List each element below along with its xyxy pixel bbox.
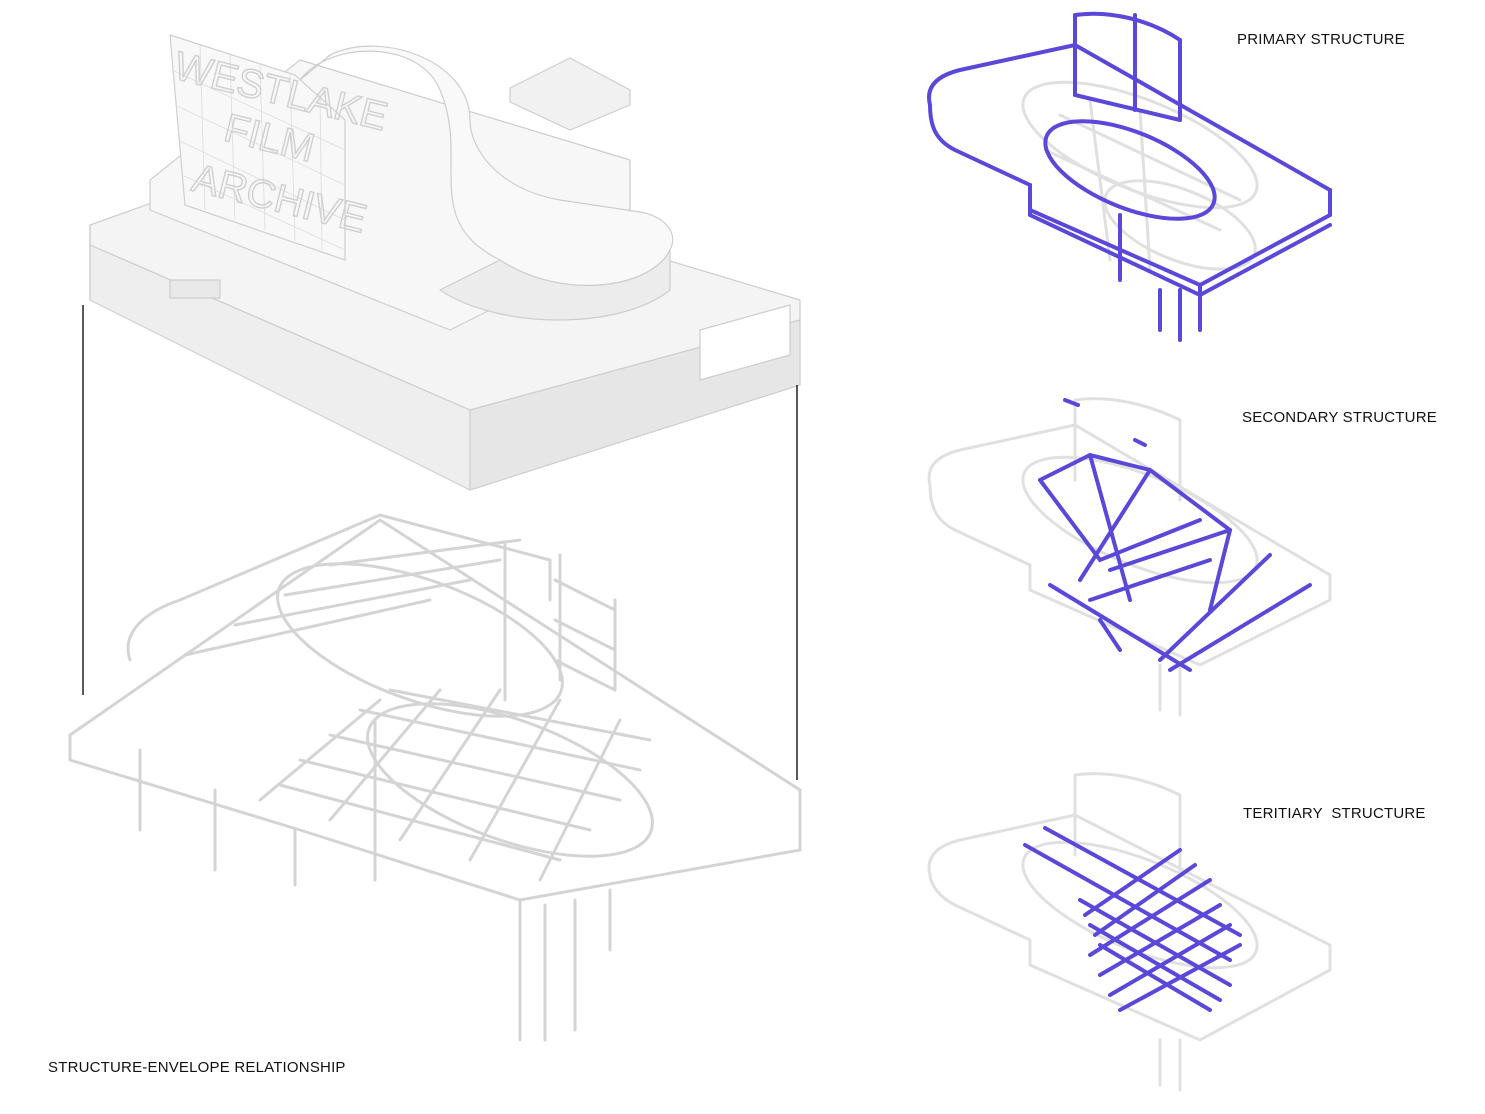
tertiary-highlight-members bbox=[1023, 826, 1242, 1012]
tertiary-ghost bbox=[927, 772, 1332, 1092]
envelope-roof-box bbox=[509, 57, 631, 131]
main-structure-frame bbox=[68, 513, 802, 1042]
secondary-structure-diagram bbox=[927, 397, 1332, 717]
frame-deck-grid-a bbox=[278, 688, 652, 862]
archive-sign: WESTLAKE FILM ARCHIVE bbox=[169, 34, 393, 261]
frame-side-bracing bbox=[553, 578, 617, 692]
primary-structure-diagram bbox=[927, 11, 1332, 342]
frame-columns bbox=[138, 543, 617, 1042]
frame-deck-grid-b bbox=[258, 688, 622, 882]
secondary-highlight-members bbox=[1038, 398, 1312, 672]
projection-guides bbox=[82, 305, 798, 780]
frame-truss-3 bbox=[283, 558, 502, 597]
label-tertiary-structure: TERITIARY STRUCTURE bbox=[1243, 805, 1426, 822]
frame-oval-ramp-upper bbox=[276, 562, 564, 718]
frame-outer-deck bbox=[68, 518, 802, 902]
label-primary-structure: PRIMARY STRUCTURE bbox=[1237, 31, 1405, 48]
frame-truss-2 bbox=[233, 578, 472, 627]
envelope-opening bbox=[699, 304, 791, 381]
envelope-ramp-wall bbox=[439, 249, 671, 321]
frame-truss-1 bbox=[183, 598, 432, 657]
envelope-entry-canopy bbox=[169, 279, 221, 299]
primary-ghost bbox=[1021, 80, 1259, 272]
primary-highlight-members bbox=[927, 11, 1332, 342]
frame-truss-4 bbox=[328, 538, 522, 567]
label-secondary-structure: SECONDARY STRUCTURE bbox=[1242, 409, 1437, 426]
frame-oval-ramp-lower bbox=[366, 702, 654, 858]
tertiary-structure-diagram bbox=[927, 772, 1332, 1092]
frame-upper-slab bbox=[126, 513, 552, 662]
label-structure-envelope: STRUCTURE-ENVELOPE RELATIONSHIP bbox=[48, 1059, 346, 1076]
